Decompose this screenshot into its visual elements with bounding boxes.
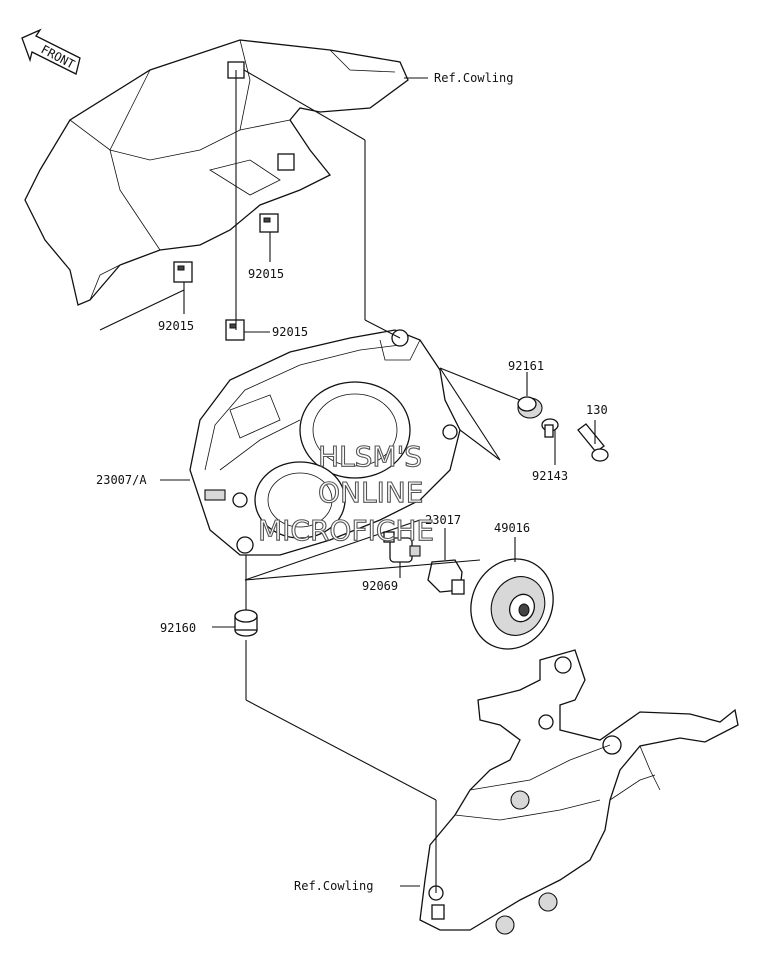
- clip-nut-92015-a: [259, 213, 279, 233]
- clip-nut-92015-c: [225, 319, 245, 341]
- label-92015-b: 92015: [158, 319, 194, 333]
- label-23007-a: 23007/A: [96, 473, 147, 487]
- label-ref-cowling-bottom: Ref.Cowling: [294, 879, 373, 893]
- bolt-130: [577, 423, 609, 462]
- damper-92161: [517, 396, 543, 419]
- label-92015-a: 92015: [248, 267, 284, 281]
- leader-lines: [99, 69, 596, 893]
- label-92069: 92069: [362, 579, 398, 593]
- label-130: 130: [586, 403, 608, 417]
- headlight-assembly: [189, 329, 461, 556]
- collar-92143: [541, 418, 559, 438]
- label-ref-cowling-top: Ref.Cowling: [434, 71, 513, 85]
- clip-nut-92015-b: [173, 261, 193, 283]
- label-92161: 92161: [508, 359, 544, 373]
- label-92160: 92160: [160, 621, 196, 635]
- front-arrow: FRONT: [21, 28, 81, 75]
- label-92143: 92143: [532, 469, 568, 483]
- watermark-line-3: MICROFICHE: [258, 514, 434, 547]
- watermark-line-1: HLSM'S: [318, 440, 422, 473]
- watermark-line-2: ONLINE: [318, 476, 423, 509]
- label-92015-c: 92015: [272, 325, 308, 339]
- watermark: HLSM'S ONLINE MICROFICHE: [257, 439, 434, 547]
- label-49016: 49016: [494, 521, 530, 535]
- socket-23017: [427, 559, 465, 595]
- upper-cowling: [24, 39, 409, 306]
- damper-92160: [234, 609, 258, 637]
- headlight-bracket: [419, 649, 739, 935]
- cover-49016: [470, 558, 554, 650]
- label-23017: 23017: [425, 513, 461, 527]
- bulb-92069: [383, 531, 421, 563]
